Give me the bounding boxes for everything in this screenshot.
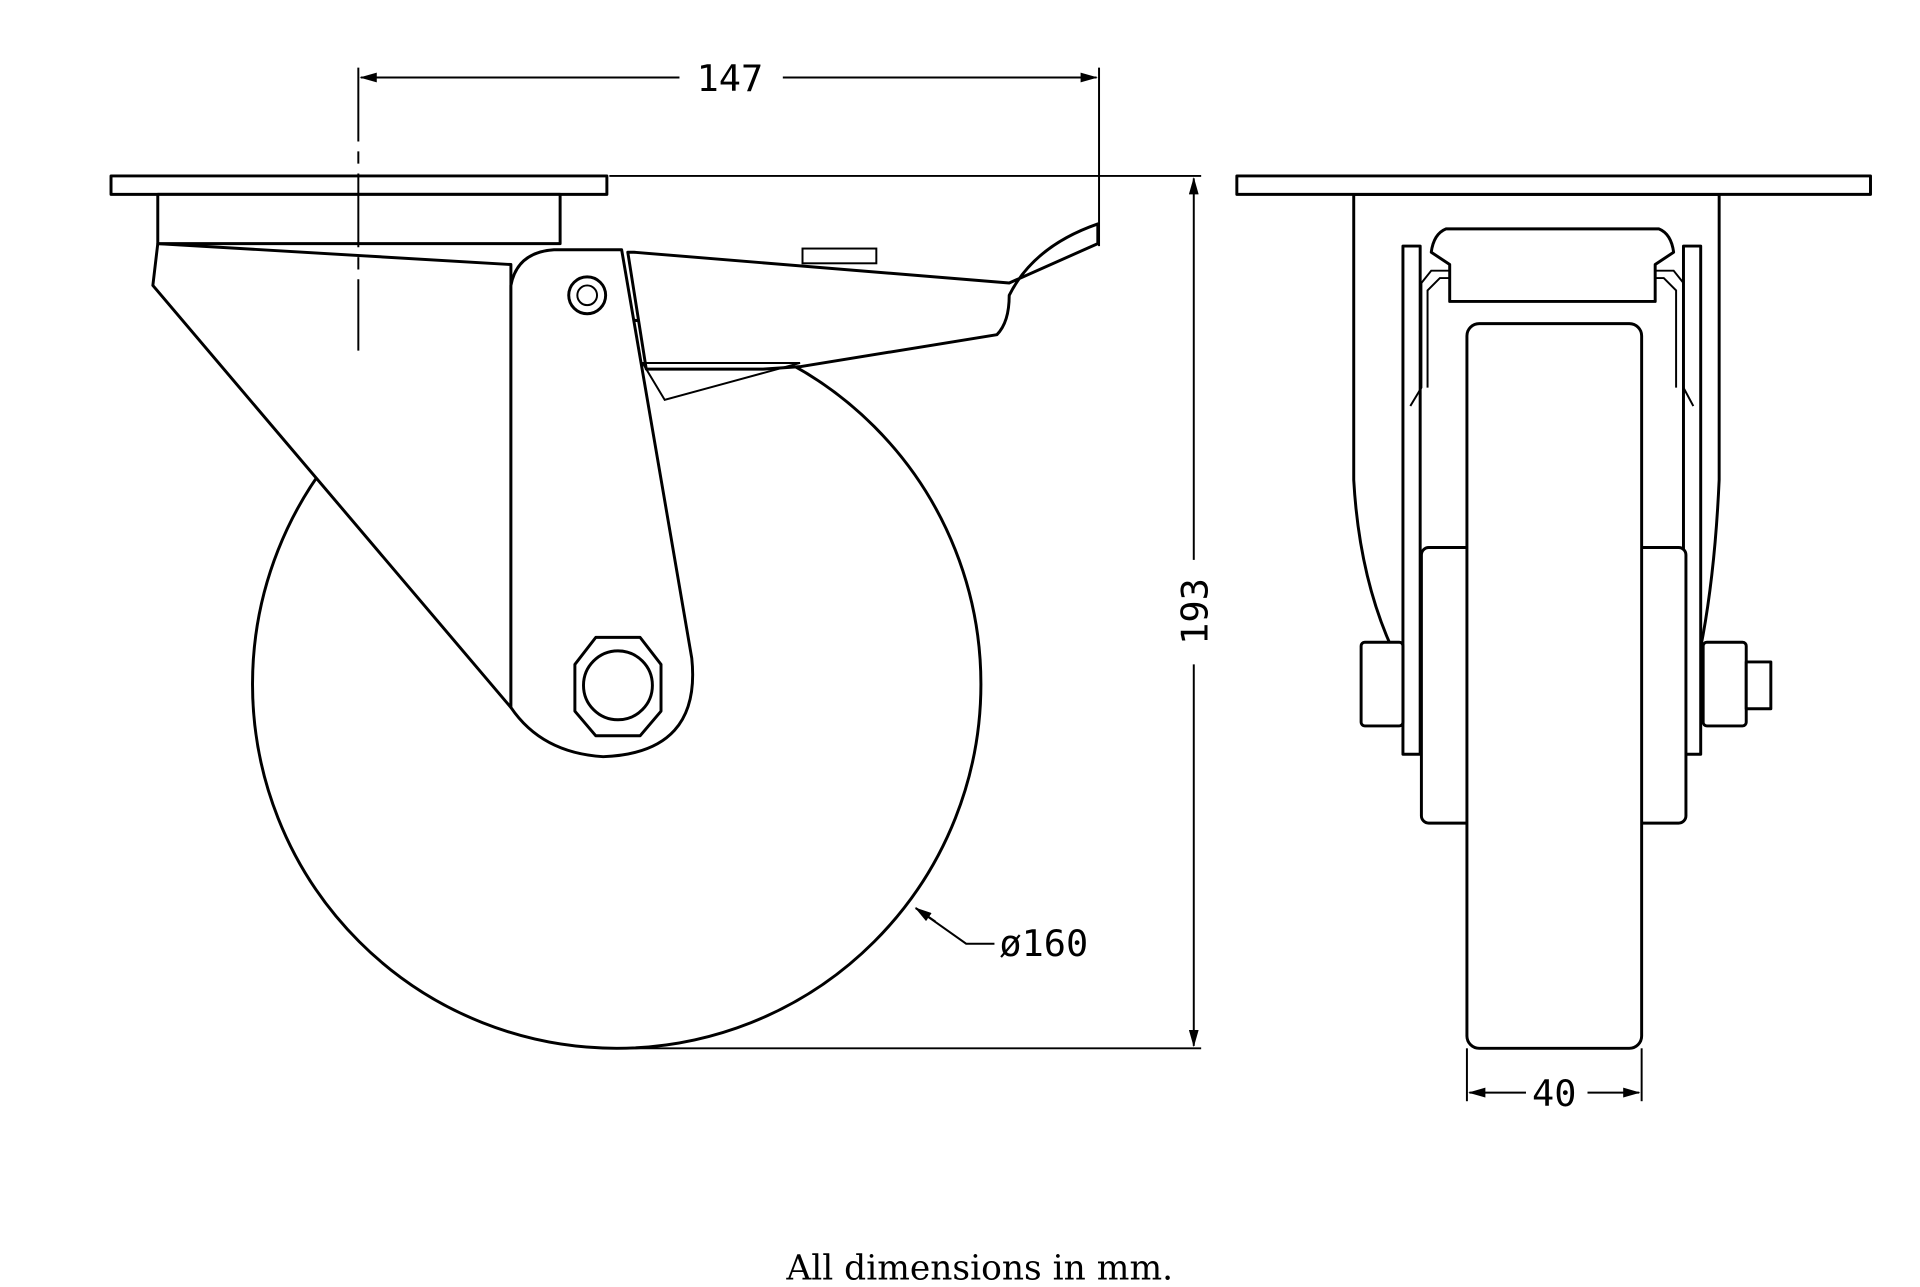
top-plate-front bbox=[1235, 174, 1872, 196]
pivot-rivet-outer bbox=[567, 275, 608, 316]
nut-left bbox=[1359, 640, 1405, 728]
brake-clip bbox=[801, 247, 878, 265]
fork-plate-left bbox=[1401, 244, 1422, 756]
front-view bbox=[1235, 174, 1872, 1050]
dimension-193: 193 bbox=[609, 174, 1216, 1050]
units-caption: All dimensions in mm. bbox=[785, 1249, 1173, 1287]
dimension-label: 147 bbox=[697, 57, 764, 100]
dimension-label: 193 bbox=[1173, 578, 1216, 645]
dimension-diameter-160: ø160 bbox=[914, 907, 1088, 965]
axle-bolt bbox=[582, 649, 654, 722]
pivot-rivet-inner bbox=[576, 284, 599, 307]
dimension-147: 147 bbox=[359, 57, 1101, 247]
dimension-40: 40 bbox=[1465, 1048, 1643, 1115]
brake-pedal bbox=[626, 222, 1100, 371]
bolt-end bbox=[1744, 660, 1773, 711]
fork-plate-right bbox=[1681, 244, 1703, 756]
dimension-label: ø160 bbox=[999, 922, 1088, 965]
dimension-label: 40 bbox=[1532, 1072, 1576, 1115]
side-view bbox=[109, 67, 1100, 1050]
brake-link bbox=[640, 361, 801, 402]
swivel-head bbox=[1429, 227, 1676, 303]
swivel-arm bbox=[509, 248, 695, 759]
wheel-front bbox=[1465, 322, 1644, 1050]
nut-right bbox=[1701, 640, 1748, 728]
